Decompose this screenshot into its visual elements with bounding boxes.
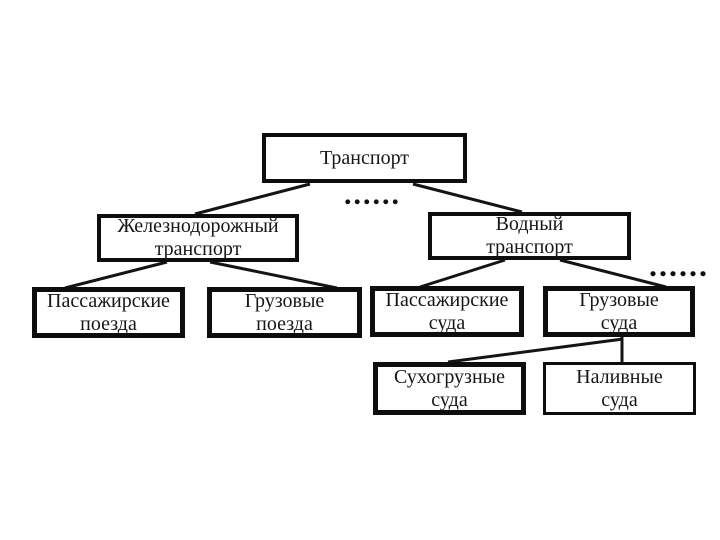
edge-railway-freight-trains (209, 260, 338, 290)
node-tanker-ships-label-line1: Наливные (576, 365, 663, 388)
edge-freight-ships-dry-cargo (447, 337, 624, 364)
edge-water-passenger-ships (419, 258, 506, 289)
node-freight-ships-label-line1: Грузовые (579, 288, 659, 311)
node-dry-cargo-ships-label-line2: суда (431, 388, 468, 411)
node-passenger-trains-label-line2: поезда (80, 312, 137, 335)
edge-railway-passenger-trains (64, 260, 168, 290)
node-freight-trains-label-line1: Грузовые (244, 289, 325, 312)
node-freight-trains-label-line2: поезда (256, 312, 313, 335)
node-freight-ships-label-line2: суда (600, 311, 638, 334)
node-passenger-trains: Пассажирские поезда (32, 287, 185, 338)
node-water-transport: Водный транспорт (428, 212, 631, 260)
node-transport-label: Транспорт (319, 146, 410, 169)
edge-transport-railway (194, 182, 311, 216)
node-tanker-ships-label-line2: суда (601, 388, 638, 411)
ellipsis-omitted-branches-center: ...... (344, 178, 401, 211)
node-water-transport-label-line1: Водный (495, 213, 564, 235)
node-dry-cargo-ships: Сухогрузные суда (373, 362, 526, 415)
node-railway-transport-label-line1: Железнодорожный (117, 215, 279, 237)
node-dry-cargo-ships-label-line1: Сухогрузные (394, 365, 505, 388)
node-passenger-ships-label-line2: суда (428, 311, 466, 334)
node-railway-transport: Железнодорожный транспорт (97, 214, 299, 262)
node-water-transport-label-line2: транспорт (486, 236, 573, 258)
node-transport: Транспорт (262, 133, 467, 183)
node-passenger-ships-label-line1: Пассажирские (385, 288, 509, 311)
node-freight-ships: Грузовые суда (543, 286, 695, 337)
edge-water-freight-ships (559, 258, 667, 289)
ellipsis-omitted-branches-right: ...... (649, 247, 709, 283)
edge-transport-water (412, 182, 523, 214)
node-tanker-ships: Наливные суда (543, 362, 696, 415)
node-passenger-ships: Пассажирские суда (370, 286, 524, 337)
node-passenger-trains-label-line1: Пассажирские (47, 289, 170, 312)
node-freight-trains: Грузовые поезда (207, 287, 362, 338)
node-railway-transport-label-line2: транспорт (154, 238, 242, 260)
